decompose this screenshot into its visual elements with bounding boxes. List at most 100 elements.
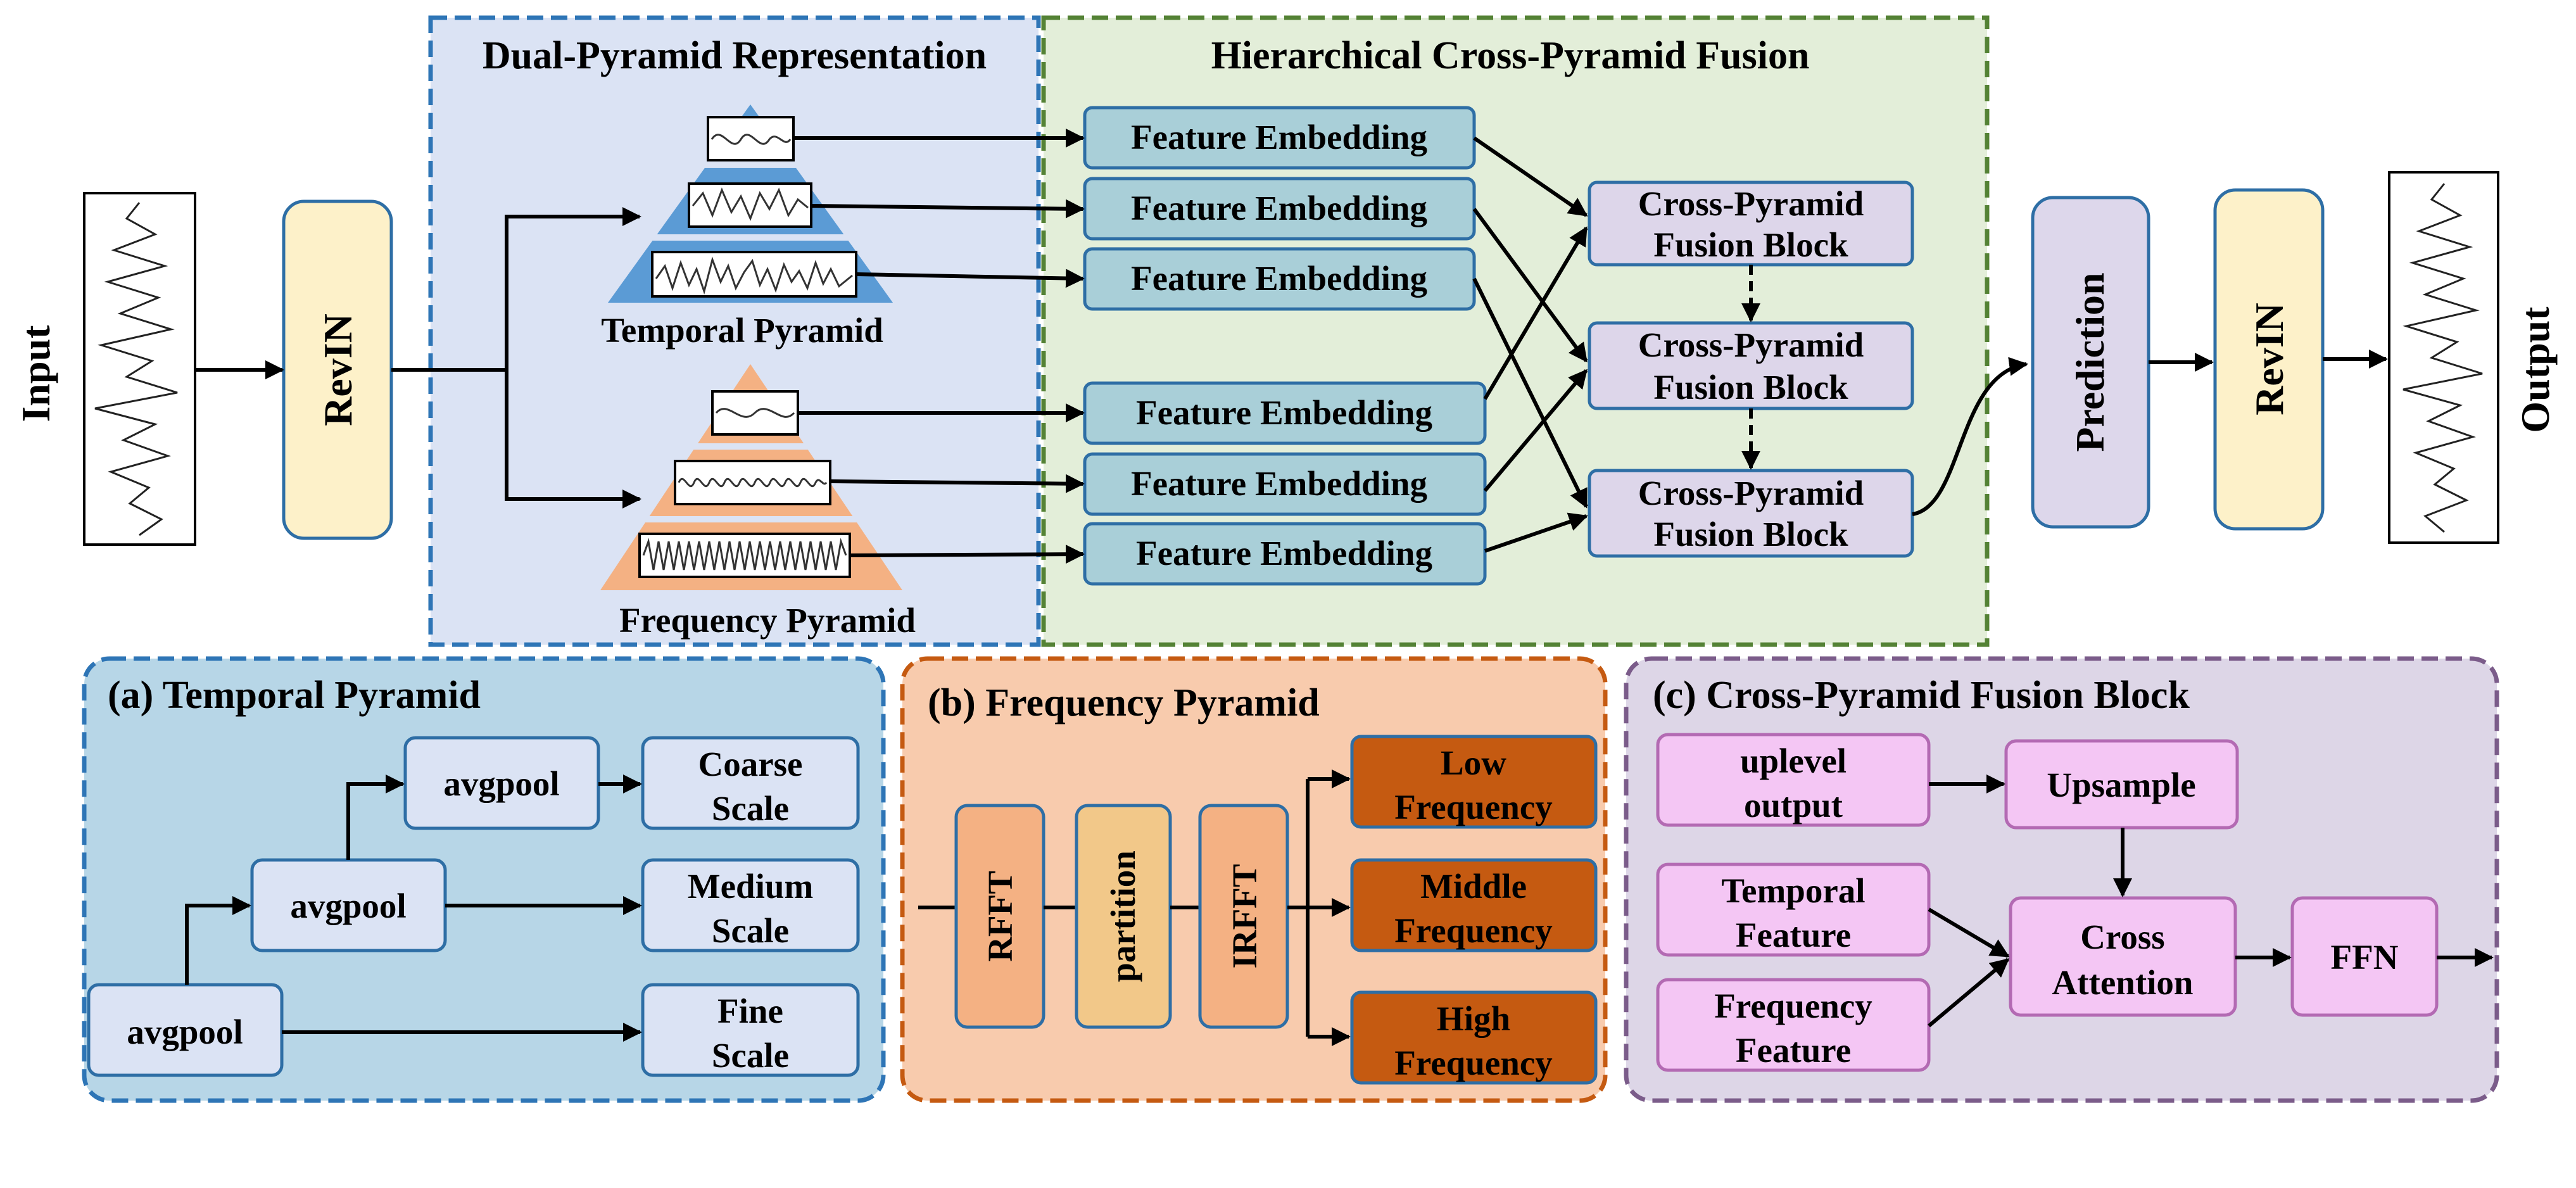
frequency-high-wave (642, 538, 847, 571)
middle-frequency-box: Middle Frequency (1350, 858, 1598, 952)
avgpool-label: avgpool (290, 887, 406, 925)
fusion-block-2: Cross-Pyramid Fusion Block (1588, 321, 1914, 410)
arrow-fp-high-to-embed (849, 545, 1085, 564)
feature-embedding-frequency-3: Feature Embedding (1083, 522, 1487, 586)
arrow-temporal-to-cross-attention (1928, 907, 2010, 958)
temporal-fine-wave (655, 256, 853, 295)
fine-scale-line1: Fine (717, 992, 783, 1030)
feature-embedding-frequency-2: Feature Embedding (1083, 452, 1487, 516)
feature-embedding-label: Feature Embedding (1136, 534, 1432, 572)
low-frequency-line2: Frequency (1394, 788, 1553, 826)
coarse-scale-box: Coarse Scale (641, 736, 860, 830)
temporal-feature-line1: Temporal (1721, 871, 1865, 910)
irfft-label: IRFFT (1225, 864, 1264, 969)
medium-scale-line1: Medium (688, 867, 814, 906)
feature-embedding-temporal-1: Feature Embedding (1083, 106, 1476, 170)
fusion-block-line1: Cross-Pyramid (1638, 325, 1864, 364)
arrow-embed-t1-to-block1 (1473, 136, 1588, 217)
temporal-pyramid-label: Temporal Pyramid (601, 311, 883, 350)
arrow-block3-to-prediction (1912, 357, 2028, 516)
high-frequency-box: High Frequency (1350, 990, 1598, 1085)
avgpool-middle: avgpool (250, 858, 447, 952)
frequency-feature-line1: Frequency (1714, 987, 1872, 1025)
coarse-scale-line2: Scale (712, 789, 789, 828)
output-label: Output (2513, 306, 2558, 433)
fusion-block-line1: Cross-Pyramid (1638, 474, 1864, 512)
medium-scale-line2: Scale (712, 911, 789, 950)
avgpool-bottom: avgpool (87, 983, 284, 1077)
medium-scale-box: Medium Scale (641, 858, 860, 952)
cross-attention-line2: Attention (2052, 963, 2193, 1002)
uplevel-output-box: uplevel output (1656, 733, 1931, 827)
feature-embedding-label: Feature Embedding (1131, 118, 1427, 156)
high-frequency-line1: High (1437, 999, 1510, 1038)
low-frequency-line1: Low (1441, 743, 1506, 782)
feature-embedding-label: Feature Embedding (1131, 189, 1427, 227)
arrow-to-temporal-pyramid (505, 207, 641, 370)
avgpool-label: avgpool (443, 764, 559, 803)
frequency-pyramid-label: Frequency Pyramid (619, 601, 916, 640)
revin-input-label: RevIN (315, 313, 360, 426)
avgpool-top: avgpool (403, 736, 600, 830)
frequency-middle-wave (678, 477, 828, 488)
low-frequency-box: Low Frequency (1350, 735, 1598, 829)
fusion-block-line2: Fusion Block (1653, 368, 1848, 407)
cross-attention-line1: Cross (2080, 918, 2164, 956)
frequency-feature-line2: Feature (1736, 1031, 1851, 1070)
fusion-block-1: Cross-Pyramid Fusion Block (1588, 180, 1914, 267)
feature-embedding-frequency-1: Feature Embedding (1083, 381, 1487, 445)
temporal-feature-box: Temporal Feature (1656, 863, 1931, 957)
temporal-medium-wave (691, 187, 809, 222)
high-frequency-line2: Frequency (1394, 1044, 1553, 1082)
ffn-box: FFN (2290, 896, 2439, 1017)
cross-attention-box: Cross Attention (2009, 896, 2237, 1017)
upsample-box: Upsample (2004, 739, 2239, 830)
uplevel-output-line1: uplevel (1740, 742, 1847, 780)
prediction-label: Prediction (2068, 272, 2112, 452)
rfft-label: RFFT (981, 871, 1020, 962)
output-signal-waveform (2402, 183, 2483, 533)
panel-b-title: (b) Frequency Pyramid (928, 681, 1320, 724)
fusion-block-3: Cross-Pyramid Fusion Block (1588, 469, 1914, 558)
fine-scale-line2: Scale (712, 1036, 789, 1075)
ffn-label: FFN (2331, 938, 2399, 976)
feature-embedding-label: Feature Embedding (1131, 259, 1427, 298)
feature-embedding-label: Feature Embedding (1131, 464, 1427, 503)
revin-output-label: RevIN (2247, 303, 2292, 415)
arrow-to-frequency-pyramid (505, 370, 641, 509)
temporal-fine-frame (651, 251, 857, 298)
frequency-low-wave (715, 408, 795, 418)
arrow-tp-medium-to-embed (811, 199, 1085, 218)
temporal-coarse-frame (707, 116, 795, 161)
panel-a-title: (a) Temporal Pyramid (108, 674, 481, 717)
coarse-scale-line1: Coarse (698, 745, 803, 783)
irfft-block (1198, 804, 1289, 1029)
rfft-block (954, 804, 1045, 1029)
frequency-feature-box: Frequency Feature (1656, 978, 1931, 1072)
feature-embedding-temporal-3: Feature Embedding (1083, 247, 1476, 311)
arrow-fp-middle-to-embed (830, 474, 1085, 493)
output-signal-frame (2388, 171, 2499, 544)
middle-frequency-line1: Middle (1420, 867, 1527, 906)
partition-label: partition (1104, 850, 1142, 982)
arrow-embed-f3-to-block3 (1484, 512, 1588, 553)
arrow-embed-f2-to-block2 (1483, 369, 1588, 492)
arrow-tp-fine-to-embed (856, 269, 1085, 288)
input-label: Input (13, 325, 58, 422)
arrow-avgpool-bottom-to-middle (185, 896, 251, 985)
middle-frequency-line2: Frequency (1394, 911, 1553, 950)
panel-c-title: (c) Cross-Pyramid Fusion Block (1653, 674, 2190, 717)
fusion-block-line2: Fusion Block (1653, 515, 1848, 553)
arrow-embed-f1-to-block1 (1483, 226, 1588, 400)
input-signal-waveform (94, 202, 178, 536)
avgpool-label: avgpool (127, 1013, 243, 1051)
temporal-coarse-wave (710, 134, 792, 145)
dual-pyramid-title: Dual-Pyramid Representation (483, 34, 987, 77)
fine-scale-box: Fine Scale (641, 983, 860, 1077)
upsample-label: Upsample (2047, 766, 2195, 804)
uplevel-output-line2: output (1744, 786, 1843, 825)
fusion-title: Hierarchical Cross-Pyramid Fusion (1211, 34, 1810, 77)
arrow-embed-t2-to-block2 (1472, 208, 1588, 363)
feature-embedding-temporal-2: Feature Embedding (1083, 177, 1476, 241)
